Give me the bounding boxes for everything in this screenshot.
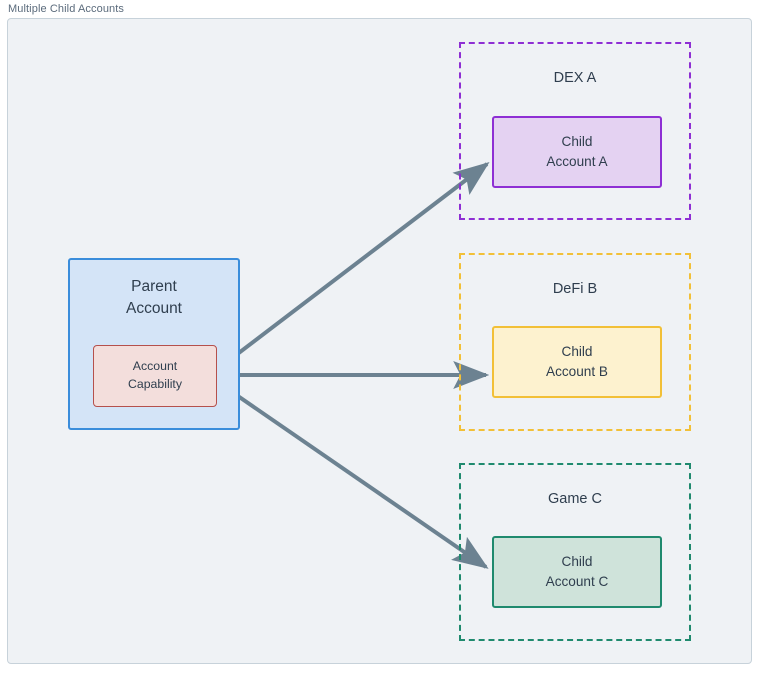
group-defi-b: DeFi B xyxy=(459,253,691,431)
account-capability-node[interactable]: Account Capability xyxy=(93,345,217,407)
account-capability-label: Account Capability xyxy=(128,359,182,391)
child-account-b-label: Child Account B xyxy=(546,344,608,379)
group-defi-b-title: DeFi B xyxy=(552,281,598,297)
child-account-b-node[interactable]: Child Account B xyxy=(492,326,662,398)
group-game-c: Game C xyxy=(459,463,691,641)
diagram-title: Multiple Child Accounts xyxy=(8,3,125,15)
child-account-a-node[interactable]: Child Account A xyxy=(492,116,662,188)
child-account-c-label: Child Account C xyxy=(545,554,609,589)
group-dex-a-title: DEX A xyxy=(553,70,597,86)
child-account-a-label: Child Account A xyxy=(546,134,608,169)
child-account-c-node[interactable]: Child Account C xyxy=(492,536,662,608)
parent-account-label: Parent Account xyxy=(125,278,182,318)
group-game-c-title: Game C xyxy=(548,491,602,507)
group-dex-a: DEX A xyxy=(459,42,691,220)
